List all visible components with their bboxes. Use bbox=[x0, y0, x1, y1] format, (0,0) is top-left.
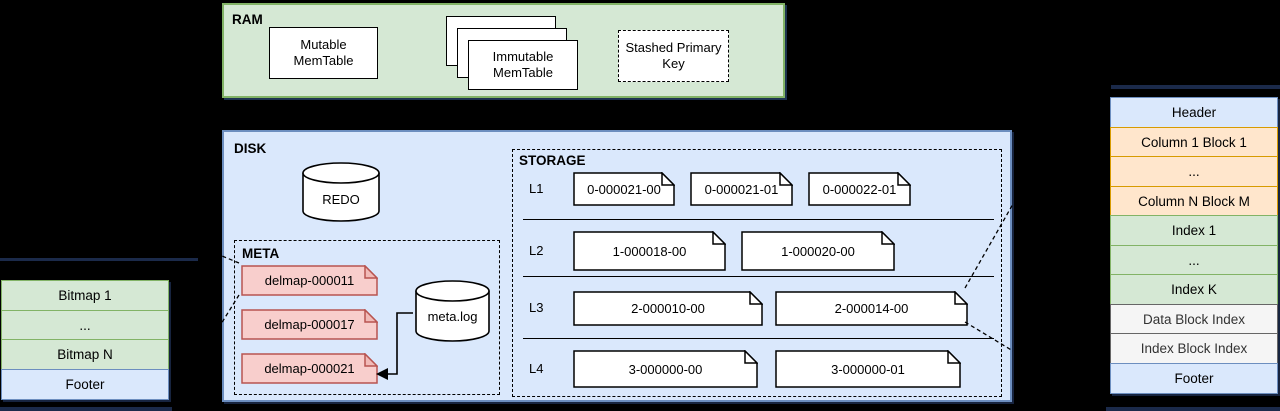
sstable-file: 3-000000-01 bbox=[775, 350, 961, 388]
sstable-file: 0-000021-00 bbox=[573, 172, 675, 206]
cropped-element-edge bbox=[0, 258, 198, 261]
ram-label: RAM bbox=[232, 12, 263, 27]
immutable-memtable-stack: Immutable MemTable bbox=[446, 16, 578, 93]
sstable-file: 0-000021-01 bbox=[690, 172, 793, 206]
disk-label: DISK bbox=[234, 141, 267, 156]
column-block-row: Column 1 Block 1 bbox=[1110, 126, 1278, 158]
disk-box: DISK REDO META delmap-000011 delmap-0000… bbox=[222, 130, 1012, 402]
index-row: Index 1 bbox=[1110, 215, 1278, 246]
delmap-file: delmap-000021 bbox=[241, 353, 378, 384]
header-row: Header bbox=[1110, 97, 1278, 128]
storage-box: STORAGE L1 0-000021-00 0-000021-01 0-000… bbox=[512, 149, 1002, 397]
sstable-file: 1-000018-00 bbox=[573, 231, 726, 271]
storage-label: STORAGE bbox=[519, 153, 586, 168]
ram-box: RAM Mutable MemTable Immutable MemTable … bbox=[222, 3, 785, 98]
sstable-file: 2-000010-00 bbox=[573, 291, 763, 326]
footer-row: Footer bbox=[1, 368, 169, 400]
level-separator bbox=[523, 276, 994, 277]
redo-log-cylinder: REDO bbox=[302, 162, 380, 222]
sstable-file: 3-000000-00 bbox=[573, 350, 758, 388]
column-block-row: Column N Block M bbox=[1110, 185, 1278, 217]
column-block-ellipsis-row: ... bbox=[1110, 156, 1278, 187]
delmap-file: delmap-000011 bbox=[241, 265, 378, 296]
sstable-file: 0-000022-01 bbox=[808, 172, 911, 206]
cropped-element-edge bbox=[1106, 407, 1280, 411]
index-block-index-row: Index Block Index bbox=[1110, 333, 1278, 364]
immutable-memtable-label: Immutable MemTable bbox=[492, 48, 554, 80]
index-ellipsis-row: ... bbox=[1110, 244, 1278, 276]
delmap-detail-stack: Bitmap 1 ... Bitmap N Footer bbox=[1, 280, 169, 400]
delmap-file: delmap-000017 bbox=[241, 309, 378, 340]
redo-log-label: REDO bbox=[322, 192, 360, 207]
index-row: Index K bbox=[1110, 274, 1278, 305]
level-separator bbox=[523, 219, 994, 220]
bitmap-row: Bitmap N bbox=[1, 339, 169, 370]
data-block-index-row: Data Block Index bbox=[1110, 303, 1278, 335]
mutable-memtable-label: Mutable MemTable bbox=[293, 36, 354, 68]
level-label-l2: L2 bbox=[529, 243, 544, 258]
sst-detail-stack: Header Column 1 Block 1 ... Column N Blo… bbox=[1110, 97, 1278, 394]
level-label-l4: L4 bbox=[529, 361, 544, 376]
meta-log-cylinder: meta.log bbox=[415, 280, 490, 342]
bitmap-ellipsis-row: ... bbox=[1, 309, 169, 341]
meta-log-label: meta.log bbox=[427, 309, 478, 324]
cropped-element-edge bbox=[0, 407, 172, 411]
level-label-l3: L3 bbox=[529, 300, 544, 315]
stashed-primary-key-box: Stashed Primary Key bbox=[618, 30, 729, 82]
bitmap-row: Bitmap 1 bbox=[1, 280, 169, 311]
stashed-primary-key-label: Stashed Primary Key bbox=[625, 39, 722, 71]
level-label-l1: L1 bbox=[529, 181, 544, 196]
sstable-file: 2-000014-00 bbox=[775, 291, 968, 326]
mutable-memtable-box: Mutable MemTable bbox=[269, 27, 378, 79]
footer-row: Footer bbox=[1110, 362, 1278, 394]
level-separator bbox=[523, 338, 994, 339]
cropped-element-edge bbox=[1111, 85, 1280, 89]
cylinder-icon bbox=[415, 280, 490, 342]
immutable-memtable-front: Immutable MemTable bbox=[468, 40, 578, 90]
meta-label: META bbox=[242, 246, 280, 261]
cylinder-icon bbox=[302, 162, 380, 222]
sstable-file: 1-000020-00 bbox=[741, 231, 895, 271]
